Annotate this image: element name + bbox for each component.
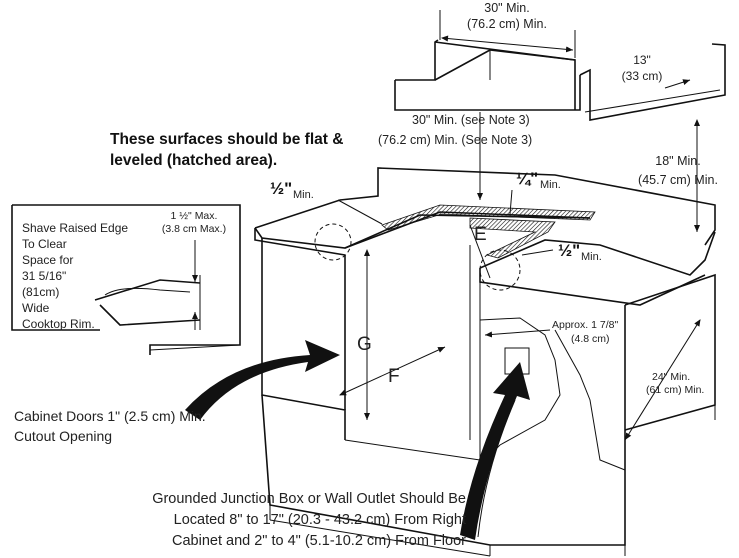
half-inch-left: ½" [270,179,292,198]
junction-line2: Located 8" to 17" (20.3 - 43.2 cm) From … [174,512,466,528]
upper-min-cm: (45.7 cm) Min. [638,173,718,187]
top-width-cm: (76.2 cm) Min. [467,17,547,31]
letter-e: E [474,224,487,245]
min-quarter: Min. [540,179,561,191]
inset-line7: Cooktop Rim. [22,317,95,331]
half-inch-right: ½" [558,241,580,260]
side-min-in: 24" Min. [652,371,690,383]
vertical-in: 30" Min. (see Note 3) [412,113,530,127]
detail-circle-left [314,223,352,261]
heading-line1: These surfaces should be flat & [110,131,343,148]
inset-line6: Wide [22,301,50,315]
detail-circle-right [479,249,521,291]
doors-line2: Cutout Opening [14,428,112,444]
min-left: Min. [293,189,314,201]
heading-line2: leveled (hatched area). [110,152,277,169]
top-side-in: 13" [633,53,651,67]
junction-line3: Cabinet and 2" to 4" (5.1-10.2 cm) From … [172,533,466,549]
inset-line1: Shave Raised Edge [22,221,128,235]
hatched-left-surface [381,204,596,231]
inset-detail [11,204,241,355]
approx-in: Approx. 1 7/8" [552,319,618,331]
upper-cabinet [394,10,726,121]
hatched-right-surface [469,217,556,259]
doors-line1: Cabinet Doors 1" (2.5 cm) Min. [14,408,206,424]
approx-cm: (4.8 cm) [571,333,610,345]
max-edge-cm: (3.8 cm Max.) [162,223,226,235]
vertical-cm: (76.2 cm) Min. (See Note 3) [378,133,532,147]
max-edge-in: 1 ½" Max. [171,210,218,222]
quarter-inch: ¼" [516,169,538,188]
cabinet-door-arrow [185,340,340,420]
top-side-cm: (33 cm) [622,69,663,83]
junction-line1: Grounded Junction Box or Wall Outlet Sho… [152,491,466,507]
letter-f: F [388,366,400,387]
inset-line5: (81cm) [22,285,59,299]
top-width-in: 30" Min. [484,1,529,15]
inset-line3: Space for [22,253,73,267]
side-min-cm: (61 cm) Min. [646,384,704,396]
letter-g: G [357,334,372,355]
min-right: Min. [581,251,602,263]
inset-line4: 31 5/16" [22,269,66,283]
inset-line2: To Clear [22,237,67,251]
upper-min-in: 18" Min. [655,154,700,168]
